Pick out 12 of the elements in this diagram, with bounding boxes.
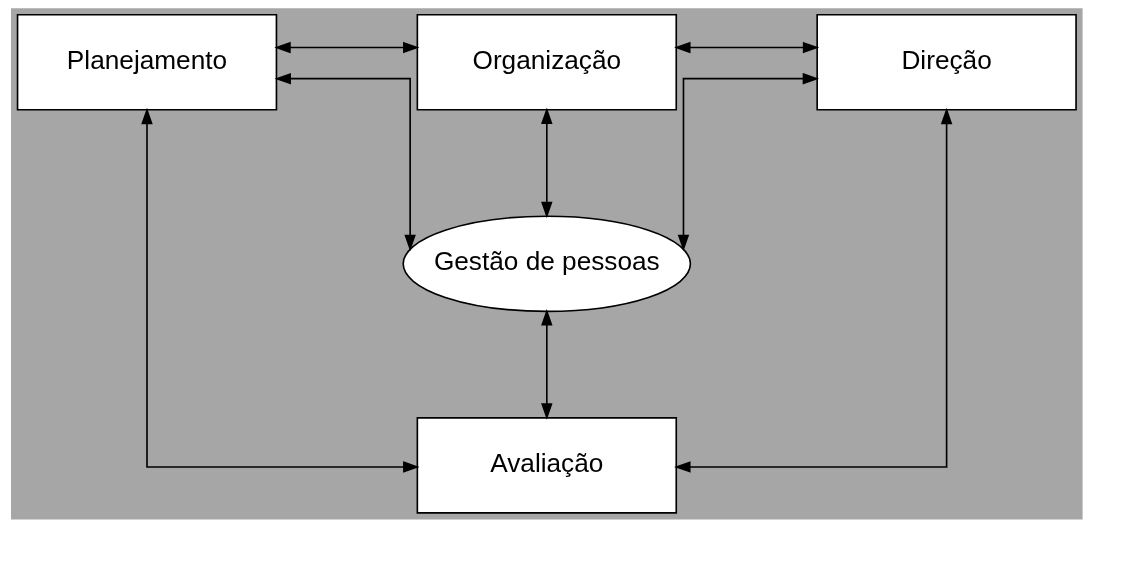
- arrow: [674, 41, 820, 54]
- node-box: Planejamento: [16, 13, 278, 111]
- node-box: Avaliação: [416, 417, 678, 514]
- arrow: [674, 107, 953, 473]
- arrow: [141, 107, 420, 473]
- node-box: Direção: [816, 13, 1077, 111]
- arrow: [274, 41, 420, 54]
- arrow: [541, 107, 553, 219]
- node-box: Organização: [416, 13, 678, 111]
- arrow: [541, 309, 553, 420]
- arrow: [274, 72, 416, 252]
- arrow: [677, 72, 820, 252]
